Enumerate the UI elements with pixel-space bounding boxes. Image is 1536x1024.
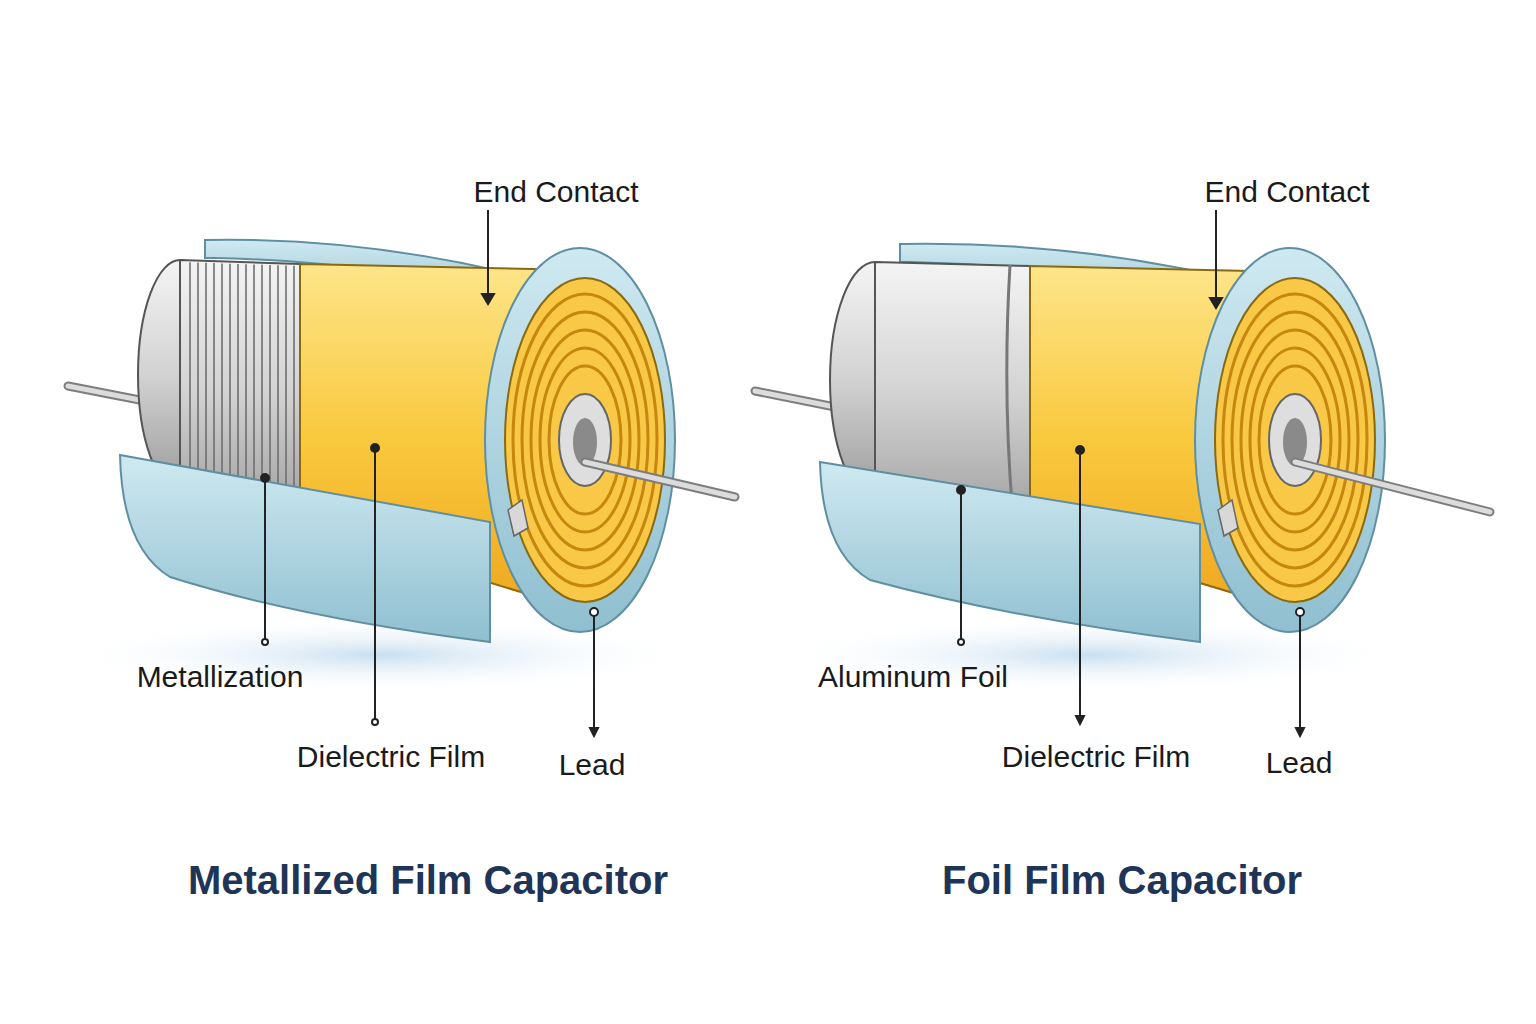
metallization-stripe xyxy=(213,263,215,498)
metallization-stripe xyxy=(237,264,239,505)
film-roll-face xyxy=(505,278,665,602)
metallization-stripe xyxy=(253,264,255,509)
metallization-stripe xyxy=(189,262,191,491)
metallization-stripe xyxy=(197,263,199,494)
metallization-stripe xyxy=(245,264,247,507)
metallization-stripe xyxy=(277,265,279,516)
part-label: Dielectric Film xyxy=(297,740,485,774)
diagram-caption: Metallized Film Capacitor xyxy=(188,858,668,903)
metallization-stripe xyxy=(205,263,207,496)
tab xyxy=(1218,500,1238,536)
tab xyxy=(508,500,528,536)
shell-bottom xyxy=(120,455,490,642)
winding-rings xyxy=(1223,294,1367,586)
shadow xyxy=(60,617,700,693)
lead-wire xyxy=(1295,462,1490,512)
part-label: Metallization xyxy=(137,660,304,694)
part-label: End Contact xyxy=(1204,175,1369,209)
foil-edge xyxy=(1007,265,1014,527)
leader-lines xyxy=(957,210,1304,736)
metallization-stripe xyxy=(221,263,223,500)
end-contact-ring xyxy=(1195,248,1385,632)
lead-wire xyxy=(585,462,735,497)
foil-capacitor xyxy=(755,210,1490,736)
metallization-stripe xyxy=(285,265,287,518)
part-label: Dielectric Film xyxy=(1002,740,1190,774)
lead-wire xyxy=(585,462,735,497)
lead-wire xyxy=(755,391,840,408)
lead-wire xyxy=(1295,462,1490,512)
core-hub xyxy=(1269,394,1321,486)
metallized-capacitor xyxy=(60,210,735,736)
metallization-stripe xyxy=(293,266,295,521)
core-hub xyxy=(559,394,611,486)
shell-bottom xyxy=(820,462,1200,642)
metallization-stripe xyxy=(229,264,231,503)
lead-wire xyxy=(755,391,840,408)
shadow xyxy=(770,617,1410,693)
leader-lines xyxy=(261,210,598,736)
part-label: Lead xyxy=(559,748,626,782)
part-label: Lead xyxy=(1266,746,1333,780)
part-label: Aluminum Foil xyxy=(818,660,1008,694)
winding-rings xyxy=(513,294,657,586)
film-roll-face xyxy=(1215,278,1375,602)
end-contact-ring xyxy=(485,248,675,632)
part-label: End Contact xyxy=(473,175,638,209)
diagram-caption: Foil Film Capacitor xyxy=(942,858,1302,903)
